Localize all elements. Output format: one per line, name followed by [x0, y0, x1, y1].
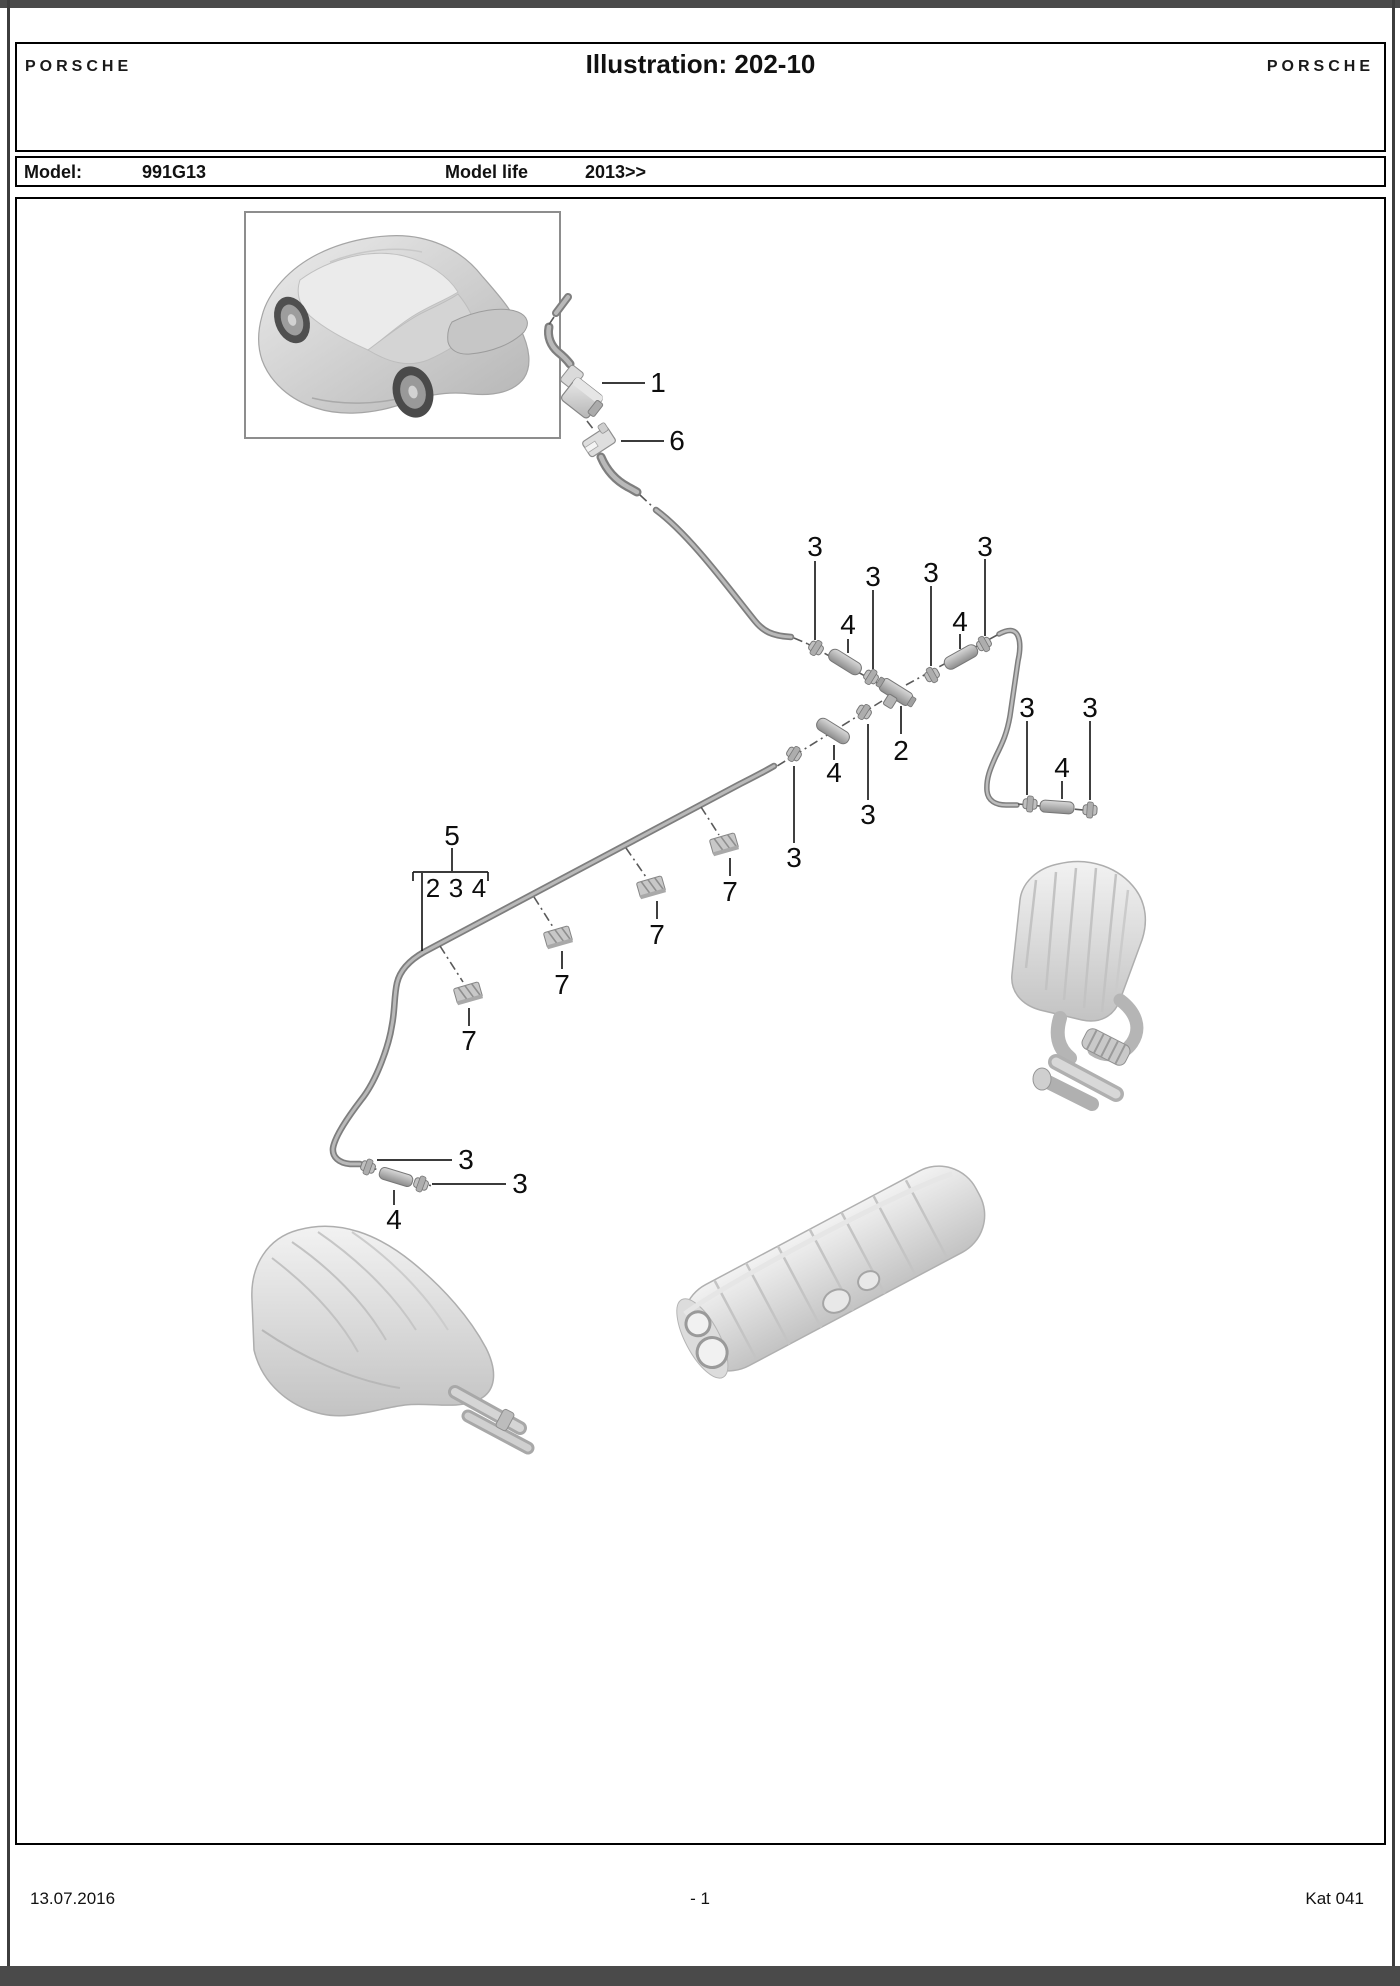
- fitting-3: [1082, 801, 1098, 819]
- callout-3: 3: [1082, 692, 1098, 723]
- callout-7: 7: [554, 969, 570, 1000]
- window-frame-bottom: [0, 1966, 1400, 1986]
- callout-6: 6: [669, 425, 685, 456]
- clamp-7: [709, 832, 739, 857]
- model-value: 991G13: [142, 162, 207, 182]
- model-label: Model:: [24, 162, 82, 182]
- callout-3: 3: [860, 799, 876, 830]
- callout-3: 3: [977, 531, 993, 562]
- bracket-member-3: 3: [449, 873, 463, 903]
- model-life-value: 2013>>: [585, 162, 647, 182]
- right-muffler: [1011, 860, 1147, 1111]
- fitting-3: [863, 668, 879, 686]
- porsche-logo-right: PORSCHE: [1266, 58, 1374, 75]
- footer-catalog: Kat 041: [1305, 1889, 1364, 1908]
- callout-7: 7: [461, 1025, 477, 1056]
- clamp-7: [636, 875, 666, 900]
- center-muffler: [676, 1165, 986, 1379]
- window-frame-right: [1392, 0, 1395, 1966]
- header-box: PORSCHE Illustration: 202-10 PORSCHE: [15, 42, 1386, 152]
- fitting-3: [924, 666, 940, 684]
- vent-valve-part-1: [560, 364, 604, 419]
- line-clamps: [453, 832, 739, 1006]
- left-muffler: [251, 1225, 535, 1455]
- exhaust-diagram: 1 6 3 4 3 3 4 3 2 3 4 3 3 4 3 5 7 7 7 7: [244, 211, 1147, 1455]
- callout-5: 5: [444, 820, 460, 851]
- callout-4: 4: [1054, 752, 1070, 783]
- bracket-member-2: 2: [426, 873, 440, 903]
- model-life-label: Model life: [445, 162, 529, 182]
- sleeve-4: [378, 1167, 414, 1187]
- callout-4: 4: [952, 606, 968, 637]
- callout-3: 3: [807, 531, 823, 562]
- clamp-7: [543, 925, 573, 950]
- connector-fittings: [360, 635, 1098, 1193]
- footer-page-number: - 1: [690, 1889, 710, 1908]
- window-frame-left: [7, 0, 10, 1966]
- sleeve-4: [816, 717, 850, 745]
- porsche-logo-left: PORSCHE: [25, 58, 133, 75]
- car-front-wheel: [274, 296, 310, 344]
- page-title: Illustration: 202-10: [585, 49, 816, 79]
- clamp-7: [453, 981, 483, 1006]
- callout-4: 4: [840, 609, 856, 640]
- car-illustration: [258, 235, 530, 418]
- sleeve-4: [828, 648, 862, 676]
- t-connector-part-2: [875, 676, 917, 709]
- illustration-canvas: 1 6 3 4 3 3 4 3 2 3 4 3 3 4 3 5 7 7 7 7: [15, 197, 1386, 1845]
- sleeve-4: [1039, 799, 1075, 815]
- callout-1: 1: [650, 367, 666, 398]
- callout-3: 3: [1019, 692, 1035, 723]
- window-frame-top: [0, 0, 1400, 8]
- sleeve-4: [943, 644, 979, 670]
- fitting-3: [856, 703, 872, 721]
- fitting-3: [1022, 795, 1038, 813]
- model-bar: Model: 991G13 Model life 2013>>: [15, 156, 1386, 187]
- fitting-3: [808, 639, 824, 657]
- fitting-3: [360, 1158, 376, 1176]
- footer-date: 13.07.2016: [30, 1889, 116, 1908]
- callout-3: 3: [786, 842, 802, 873]
- fitting-3: [786, 745, 802, 763]
- callout-4: 4: [826, 757, 842, 788]
- bracket-member-4: 4: [472, 873, 486, 903]
- clamp-part-6: [582, 422, 616, 458]
- callout-2: 2: [893, 735, 909, 766]
- callout-4: 4: [386, 1204, 402, 1235]
- fuel-vent-lines: [329, 293, 1023, 1168]
- car-rear-wheel: [392, 366, 434, 418]
- hose-sleeves: [378, 644, 1075, 1187]
- fitting-3: [976, 635, 992, 653]
- leader-lines: [377, 382, 1091, 1205]
- fitting-3: [413, 1175, 429, 1193]
- callout-3: 3: [512, 1168, 528, 1199]
- callout-3: 3: [865, 561, 881, 592]
- callout-3: 3: [458, 1144, 474, 1175]
- car-thumbnail-box: [244, 211, 561, 439]
- callout-labels: 1 6 3 4 3 3 4 3 2 3 4 3 3 4 3 5 7 7 7 7: [386, 367, 1098, 1235]
- callout-7: 7: [722, 876, 738, 907]
- callout-7: 7: [649, 919, 665, 950]
- page-footer: 13.07.2016 - 1 Kat 041: [0, 1889, 1400, 1913]
- callout-3: 3: [923, 557, 939, 588]
